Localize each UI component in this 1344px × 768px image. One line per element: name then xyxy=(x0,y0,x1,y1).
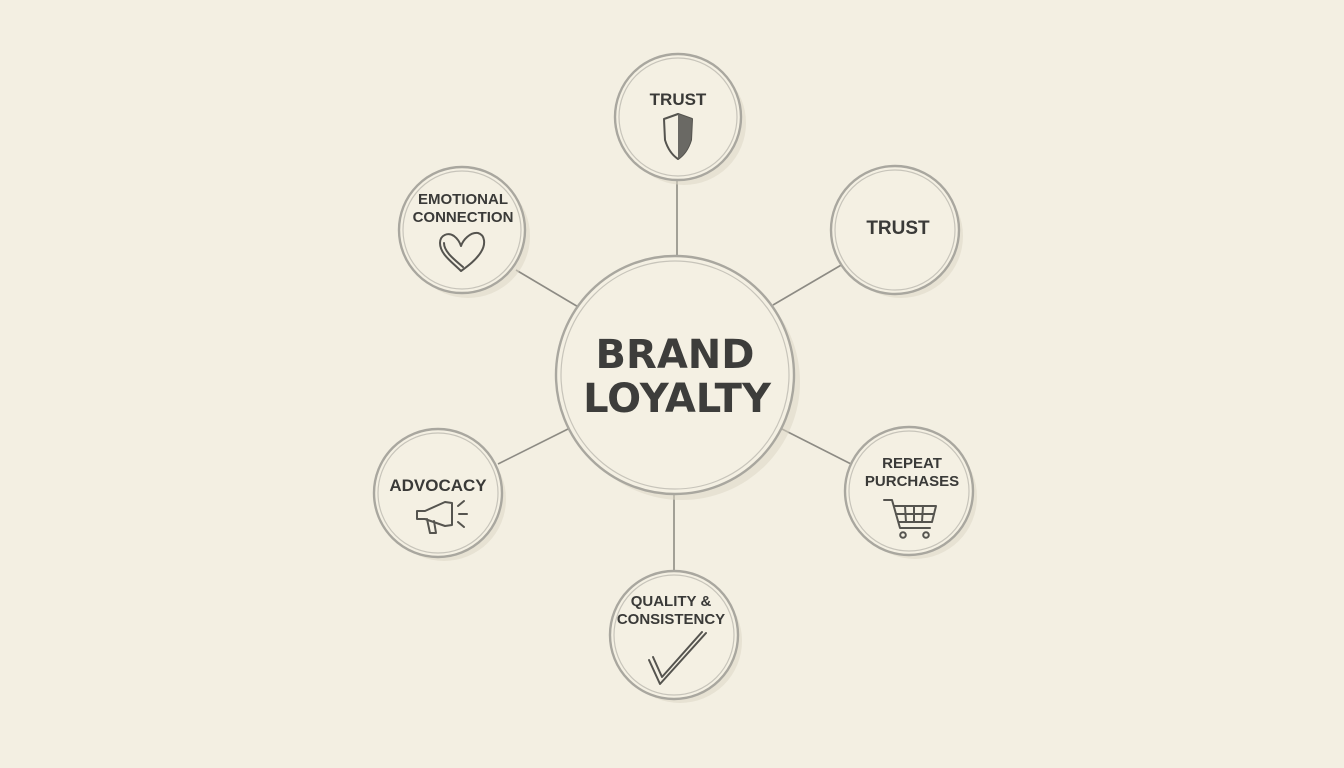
node-quality-consistency-circle xyxy=(608,569,740,701)
center-circle xyxy=(554,254,796,496)
node-quality-consistency: QUALITY & CONSISTENCY xyxy=(608,569,742,703)
node-trust-right-label: TRUST xyxy=(866,218,930,239)
node-trust-top: TRUST xyxy=(613,52,746,185)
node-advocacy: ADVOCACY xyxy=(372,427,506,561)
node-advocacy-circle xyxy=(372,427,504,559)
megaphone-icon xyxy=(416,500,468,534)
center-title-line1: BRAND xyxy=(596,332,755,378)
node-emotional-connection-circle xyxy=(397,165,527,295)
center-node: BRAND LOYALTY xyxy=(554,254,800,500)
heart-icon xyxy=(439,231,486,272)
connector-advocacy xyxy=(497,427,571,465)
shopping-cart-icon xyxy=(883,499,937,539)
node-repeat-purchases: REPEAT PURCHASES xyxy=(843,425,977,559)
center-title-line2: LOYALTY xyxy=(583,376,772,422)
node-advocacy-label: ADVOCACY xyxy=(389,476,487,495)
node-repeat-purchases-circle xyxy=(843,425,975,557)
connector-repeat-purchases xyxy=(779,427,854,466)
node-quality-consistency-label-line1: QUALITY & xyxy=(631,593,712,610)
node-emotional-connection-label-line1: EMOTIONAL xyxy=(418,191,508,208)
connector-trust-right xyxy=(772,263,844,306)
checkmark-icon xyxy=(648,631,707,685)
node-trust-right-circle xyxy=(829,164,961,296)
shield-icon xyxy=(663,113,693,160)
node-quality-consistency-label-line2: CONSISTENCY xyxy=(617,611,725,628)
node-emotional-connection: EMOTIONAL CONNECTION xyxy=(397,165,530,298)
node-repeat-purchases-label-line1: REPEAT xyxy=(882,455,942,472)
connector-emotional-connection xyxy=(515,269,581,309)
connectors xyxy=(497,180,854,570)
node-trust-right: TRUST xyxy=(829,164,963,298)
node-repeat-purchases-label-line2: PURCHASES xyxy=(865,473,959,490)
node-emotional-connection-label-line2: CONNECTION xyxy=(413,209,514,226)
node-trust-top-label: TRUST xyxy=(650,90,707,109)
